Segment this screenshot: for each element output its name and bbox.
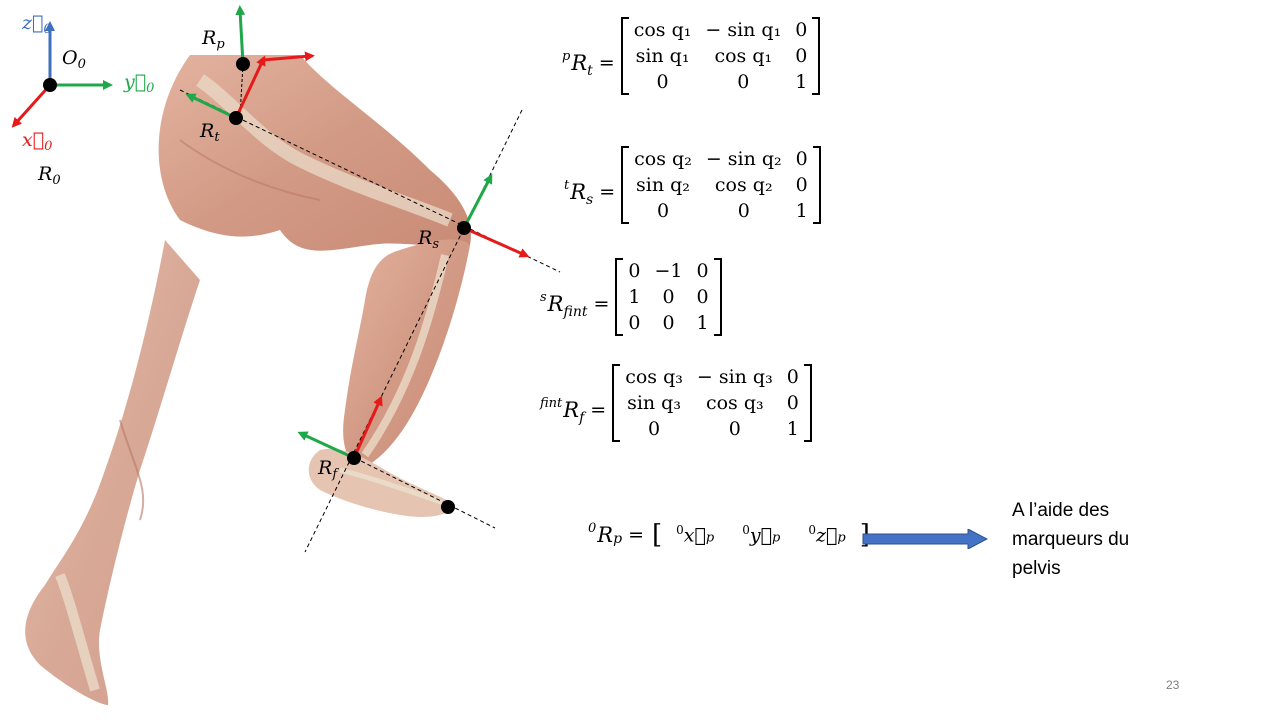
label-x0: x⃗0 <box>22 129 52 154</box>
frame-R0 <box>11 21 113 128</box>
back-leg <box>25 240 200 705</box>
foot <box>308 448 455 517</box>
label-Rs: Rs <box>417 227 439 252</box>
label-R0: R0 <box>37 163 61 188</box>
pelvis-equation: 0Rp= [ 0x⃗p 0y⃗p 0z⃗p ] <box>588 520 870 550</box>
frame-Rs <box>457 173 530 258</box>
frame-Rp <box>235 5 250 117</box>
label-y0: y⃗0 <box>123 71 154 96</box>
page-number: 23 <box>1166 678 1180 692</box>
pelvis-markers-note: A l’aide des marqueurs du pelvis <box>1012 500 1130 579</box>
shank <box>343 239 470 470</box>
label-z0: z⃗0 <box>21 12 52 37</box>
toe-marker <box>441 500 455 514</box>
right-arrow-icon <box>862 529 988 549</box>
frame-Rf <box>297 395 455 514</box>
label-Rf: Rf <box>317 457 339 482</box>
label-O0: O0 <box>62 47 86 72</box>
frame-Rt <box>185 51 315 125</box>
thigh <box>158 55 471 251</box>
label-Rt: Rt <box>199 120 220 145</box>
label-Rp: Rp <box>201 27 225 52</box>
